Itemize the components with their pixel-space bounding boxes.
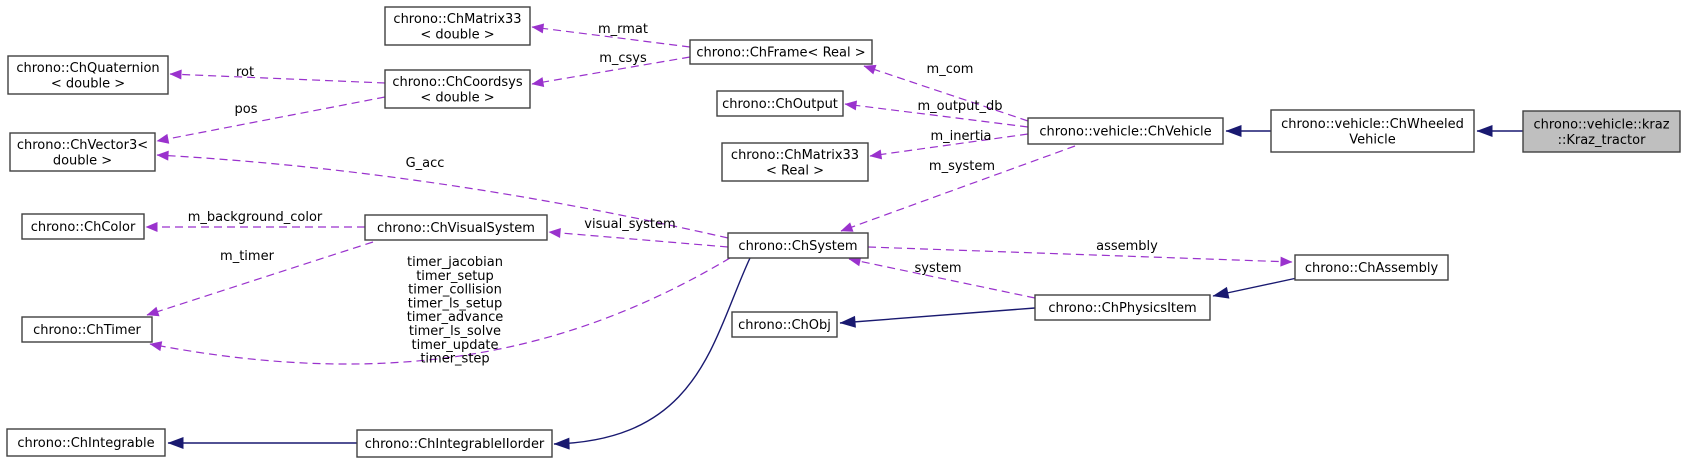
node-chvisualsystem[interactable]: chrono::ChVisualSystem	[364, 214, 548, 241]
node-chvehicle[interactable]: chrono::vehicle::ChVehicle	[1027, 117, 1224, 145]
node-chobj[interactable]: chrono::ChObj	[731, 311, 838, 338]
edge-label-m_com: m_com	[927, 62, 974, 77]
node-chsystem[interactable]: chrono::ChSystem	[727, 232, 869, 259]
node-label-chintegrable: chrono::ChIntegrable	[17, 436, 154, 451]
edge-label-m_timer: m_timer	[220, 249, 275, 264]
node-label-chmatrix33-real: chrono::ChMatrix33< Real >	[731, 148, 859, 179]
node-label-chframe-real: chrono::ChFrame< Real >	[696, 46, 865, 61]
node-label-chcolor: chrono::ChColor	[31, 220, 136, 235]
edge-m_timer: m_timer	[146, 241, 374, 317]
edge-G_acc: G_acc	[156, 150, 729, 239]
edge-system: system	[848, 256, 1036, 299]
node-chframe-real[interactable]: chrono::ChFrame< Real >	[689, 39, 873, 65]
edge-m_background_color: m_background_color	[145, 210, 365, 232]
edge-label-m_system: m_system	[929, 159, 995, 174]
node-chvector3-double[interactable]: chrono::ChVector3<double >	[9, 132, 156, 172]
node-choutput[interactable]: chrono::ChOutput	[716, 90, 844, 117]
node-label-chvehicle: chrono::vehicle::ChVehicle	[1039, 125, 1211, 140]
edge-label-pos: pos	[235, 102, 258, 117]
edge-assembly: assembly	[867, 239, 1293, 267]
node-kraz-tractor: chrono::vehicle::kraz::Kraz_tractor	[1522, 110, 1681, 153]
edge-label-rot: rot	[236, 65, 254, 80]
node-label-chobj: chrono::ChObj	[738, 318, 831, 333]
node-chquaternion-double[interactable]: chrono::ChQuaternion< double >	[7, 55, 169, 95]
edge-label-m_background_color: m_background_color	[188, 210, 323, 225]
node-label-kraz-tractor: chrono::vehicle::kraz::Kraz_tractor	[1533, 118, 1669, 149]
node-label-choutput: chrono::ChOutput	[722, 97, 838, 112]
edge-inherit-physicsitem-obj	[839, 307, 1036, 328]
node-chintegrable[interactable]: chrono::ChIntegrable	[6, 428, 166, 457]
node-label-chtimer: chrono::ChTimer	[33, 323, 141, 338]
node-chassembly[interactable]: chrono::ChAssembly	[1294, 254, 1449, 281]
edge-inherit-system-integrableii	[553, 257, 751, 450]
node-label-chsystem: chrono::ChSystem	[738, 239, 857, 254]
edge-label-m_rmat: m_rmat	[598, 22, 648, 37]
edge-label-system: system	[915, 261, 962, 276]
edge-m_inertia: m_inertia	[869, 129, 1029, 160]
node-label-chintegrableiiorder: chrono::ChIntegrableIIorder	[365, 437, 545, 452]
edge-rot: rot	[169, 65, 386, 84]
edge-inherit-assembly-physicsitem	[1212, 277, 1298, 299]
edge-visual_system: visual_system	[548, 217, 729, 248]
edge-label-visual_system: visual_system	[584, 217, 675, 232]
node-label-chmatrix33-double: chrono::ChMatrix33< double >	[393, 12, 521, 43]
node-chtimer[interactable]: chrono::ChTimer	[21, 316, 153, 343]
node-chphysicsitem[interactable]: chrono::ChPhysicsItem	[1034, 294, 1211, 321]
edge-label-assembly: assembly	[1096, 239, 1158, 254]
node-label-chquaternion-double: chrono::ChQuaternion< double >	[16, 61, 159, 92]
node-label-chassembly: chrono::ChAssembly	[1305, 261, 1439, 276]
edge-label-G_acc: G_acc	[406, 156, 445, 171]
edge-m_output_db: m_output_db	[844, 99, 1029, 128]
node-chcolor[interactable]: chrono::ChColor	[21, 213, 145, 240]
node-label-chvisualsystem: chrono::ChVisualSystem	[377, 221, 535, 236]
edge-label-m_output_db: m_output_db	[917, 99, 1002, 114]
node-chmatrix33-real[interactable]: chrono::ChMatrix33< Real >	[721, 142, 869, 182]
edge-m_com: m_com	[863, 62, 1029, 122]
node-chintegrableiiorder[interactable]: chrono::ChIntegrableIIorder	[356, 429, 553, 458]
edge-pos: pos	[156, 96, 386, 144]
edge-m_rmat: m_rmat	[531, 22, 691, 48]
edge-label-m_inertia: m_inertia	[930, 129, 991, 144]
node-label-chphysicsitem: chrono::ChPhysicsItem	[1048, 301, 1196, 316]
edge-m_csys: m_csys	[531, 51, 691, 87]
node-chmatrix33-double[interactable]: chrono::ChMatrix33< double >	[384, 6, 531, 46]
edge-m_system: m_system	[840, 145, 1076, 232]
node-label-chcoordsys-double: chrono::ChCoordsys< double >	[392, 75, 522, 106]
node-chcoordsys-double[interactable]: chrono::ChCoordsys< double >	[384, 69, 531, 109]
node-label-chvector3-double: chrono::ChVector3<double >	[17, 138, 148, 169]
edge-label-m_csys: m_csys	[599, 51, 647, 66]
